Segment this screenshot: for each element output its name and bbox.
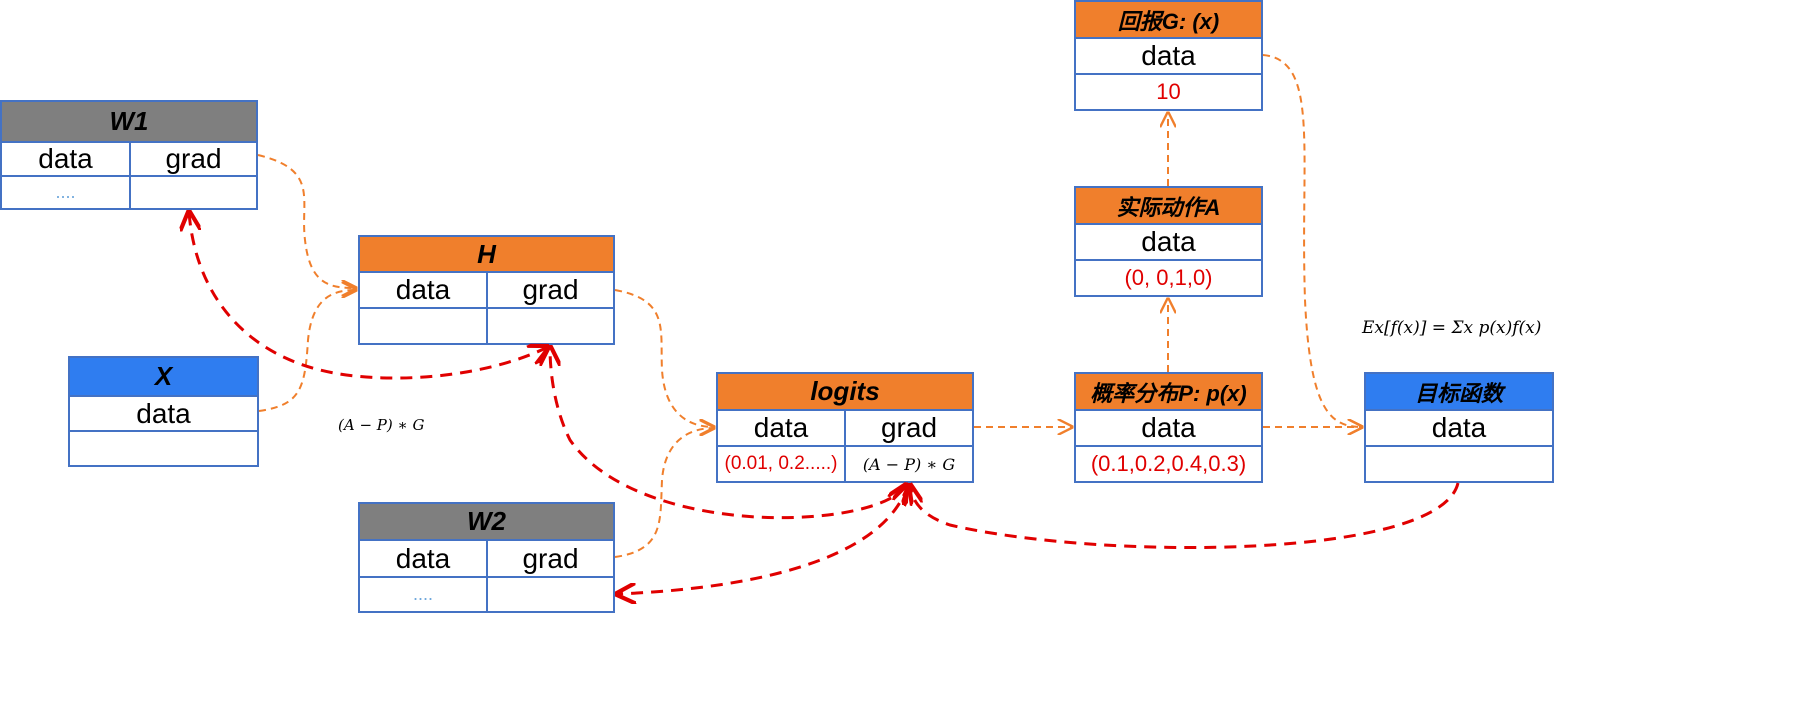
edge-w2-to-logits	[614, 428, 714, 558]
edge-back-logits-w2	[617, 485, 908, 594]
node-reward-data-value: 10	[1074, 73, 1263, 111]
node-w2: W2 data grad ....	[358, 502, 615, 613]
edge-w1-to-h	[257, 154, 356, 288]
node-w1-data-value: ....	[0, 175, 131, 210]
node-reward-data-label: data	[1074, 37, 1263, 75]
edge-reward-to-objective	[1262, 54, 1362, 427]
edge-back-h-w1	[189, 212, 548, 380]
node-w1-title: W1	[0, 100, 258, 143]
edge-back-logits-h	[550, 347, 906, 520]
node-action-data-label: data	[1074, 223, 1263, 261]
node-action: 实际动作A data (0, 0,1,0)	[1074, 186, 1263, 297]
node-w1: W1 data grad ....	[0, 100, 258, 210]
node-w2-data-value: ....	[358, 576, 488, 613]
node-x: X data	[68, 356, 259, 467]
node-probability-data-value: (0.1,0.2,0.4,0.3)	[1074, 445, 1263, 483]
node-objective-data-label: data	[1364, 409, 1554, 447]
node-w1-grad-label: grad	[129, 141, 258, 177]
edge-h-to-logits	[614, 289, 714, 427]
node-objective-data-value	[1364, 445, 1554, 483]
expectation-formula-text: Ex[f(x)] = Σx p(x)f(x)	[1362, 318, 1542, 338]
expectation-formula: Ex[f(x)] = Σx p(x)f(x)	[1362, 318, 1567, 364]
node-x-data-value	[68, 430, 259, 467]
node-objective: 目标函数 data	[1364, 372, 1554, 483]
node-action-data-value: (0, 0,1,0)	[1074, 259, 1263, 297]
node-action-title: 实际动作A	[1074, 186, 1263, 225]
node-reward: 回报G: (x) data 10	[1074, 0, 1263, 111]
node-probability-data-label: data	[1074, 409, 1263, 447]
node-reward-title: 回报G: (x)	[1074, 0, 1263, 39]
grad-formula-label: (A − P) ∗ G	[338, 416, 425, 434]
node-w2-grad-value	[486, 576, 615, 613]
edge-back-objective-to-logits	[910, 483, 1460, 549]
node-probability: 概率分布P: p(x) data (0.1,0.2,0.4,0.3)	[1074, 372, 1263, 483]
node-w1-grad-value	[129, 175, 258, 210]
